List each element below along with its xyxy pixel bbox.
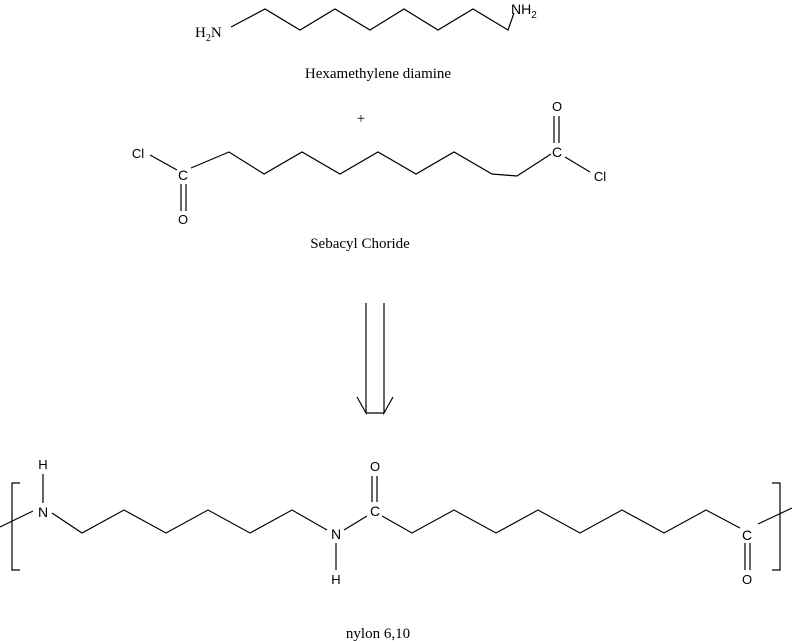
right-continuation-bond: [757, 507, 792, 525]
left-carbonyl-oxygen-label: O: [178, 212, 188, 227]
right-chlorine-label: Cl: [594, 169, 606, 184]
hexamethylene-segment: [51, 509, 328, 534]
left-amide-hydrogen-label: H: [38, 457, 47, 472]
left-amide-nitrogen-label: N: [38, 504, 48, 520]
left-chlorine-label: Cl: [132, 146, 144, 161]
diamine-name: Hexamethylene diamine: [305, 66, 452, 82]
product-name: nylon 6,10: [346, 626, 410, 642]
diamine-left-amine: H2N: [195, 25, 222, 44]
carbonyl-2-oxygen-label: O: [742, 572, 752, 587]
middle-amide-hydrogen-label: H: [331, 572, 340, 587]
acyl-chloride-name: Sebacyl Choride: [310, 236, 410, 252]
middle-amide-nitrogen-label: N: [331, 526, 341, 542]
right-c-cl-bond: [564, 156, 591, 173]
acyl-chloride-carbon-chain: [190, 151, 552, 177]
carbonyl-1-oxygen-label: O: [370, 459, 380, 474]
left-bracket: [11, 482, 20, 571]
plus-sign: +: [357, 111, 365, 127]
diamine-right-amine: NH2: [511, 1, 537, 21]
right-carbonyl-carbon-label: C: [552, 144, 562, 160]
left-c-cl-bond: [149, 154, 178, 171]
carbonyl-2-carbon-label: C: [742, 527, 752, 543]
right-carbonyl-oxygen-label: O: [552, 99, 562, 114]
amide-n-c-bond: [343, 515, 368, 531]
carbonyl-1-carbon-label: C: [370, 503, 380, 519]
reaction-arrow-icon: [356, 303, 394, 416]
hexamethylene-diamine-structure: H2N NH2: [195, 1, 537, 44]
diamine-carbon-chain: [230, 8, 515, 31]
left-carbonyl-carbon-label: C: [178, 167, 188, 183]
sebacyl-chloride-structure: Cl C O O C Cl: [132, 99, 606, 227]
left-continuation-bond: [0, 510, 34, 528]
right-bracket: [772, 482, 781, 571]
nylon-repeat-unit-structure: H N N H O C C O: [0, 457, 792, 587]
sebacoyl-segment: [381, 509, 741, 534]
